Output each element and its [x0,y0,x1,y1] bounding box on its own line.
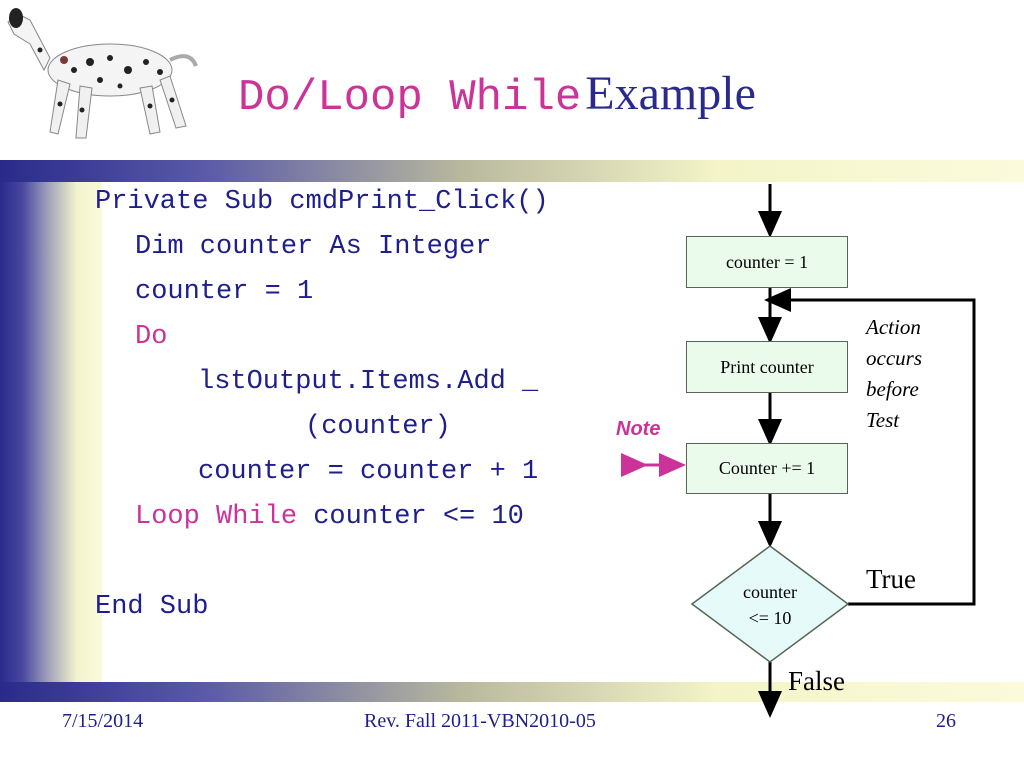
action-side-note: Action occurs before Test [866,312,922,436]
code-line-5: lstOutput.Items.Add _ [198,367,539,397]
side-note-line-3: before [866,377,919,401]
left-decorative-bar [0,182,102,682]
flow-box-increment: Counter += 1 [686,443,848,494]
slide-title: Do/Loop While Example [238,66,756,123]
footer-center-text: Rev. Fall 2011-VBN2010-05 [364,710,596,732]
footer-page-number: 26 [936,710,956,732]
title-word-part: Example [585,67,756,120]
code-line-6: (counter) [305,412,451,442]
decision-line-1: counter [743,582,797,602]
code-line-3: counter = 1 [135,277,314,307]
false-label: False [788,666,845,696]
code-line-8-rest: counter <= 10 [297,502,524,532]
decision-diamond [690,545,850,663]
decision-line-2: <= 10 [748,608,792,628]
code-line-4: Do [135,322,168,352]
note-label: Note [616,418,661,440]
code-line-9: End Sub [95,592,209,622]
decision-text: counter <= 10 [720,579,820,631]
side-note-line-2: occurs [866,346,922,370]
top-decorative-bar [0,160,1024,182]
dalmatian-dog-icon [7,8,198,139]
code-line-8: Loop While counter <= 10 [135,501,524,533]
code-line-1: Private Sub cmdPrint_Click() [95,187,549,217]
code-line-7: counter = counter + 1 [198,457,539,487]
flow-box-print: Print counter [686,341,848,393]
loop-back-line [782,298,976,606]
code-line-8-keyword: Loop While [135,502,298,532]
code-line-2: Dim counter As Integer [135,232,492,262]
side-note-line-1: Action [866,315,921,339]
side-note-line-4: Test [866,408,900,432]
footer-date: 7/15/2014 [62,710,144,732]
flow-box-init: counter = 1 [686,236,848,288]
true-label: True [866,564,917,594]
title-code-part: Do/Loop While [238,73,582,123]
